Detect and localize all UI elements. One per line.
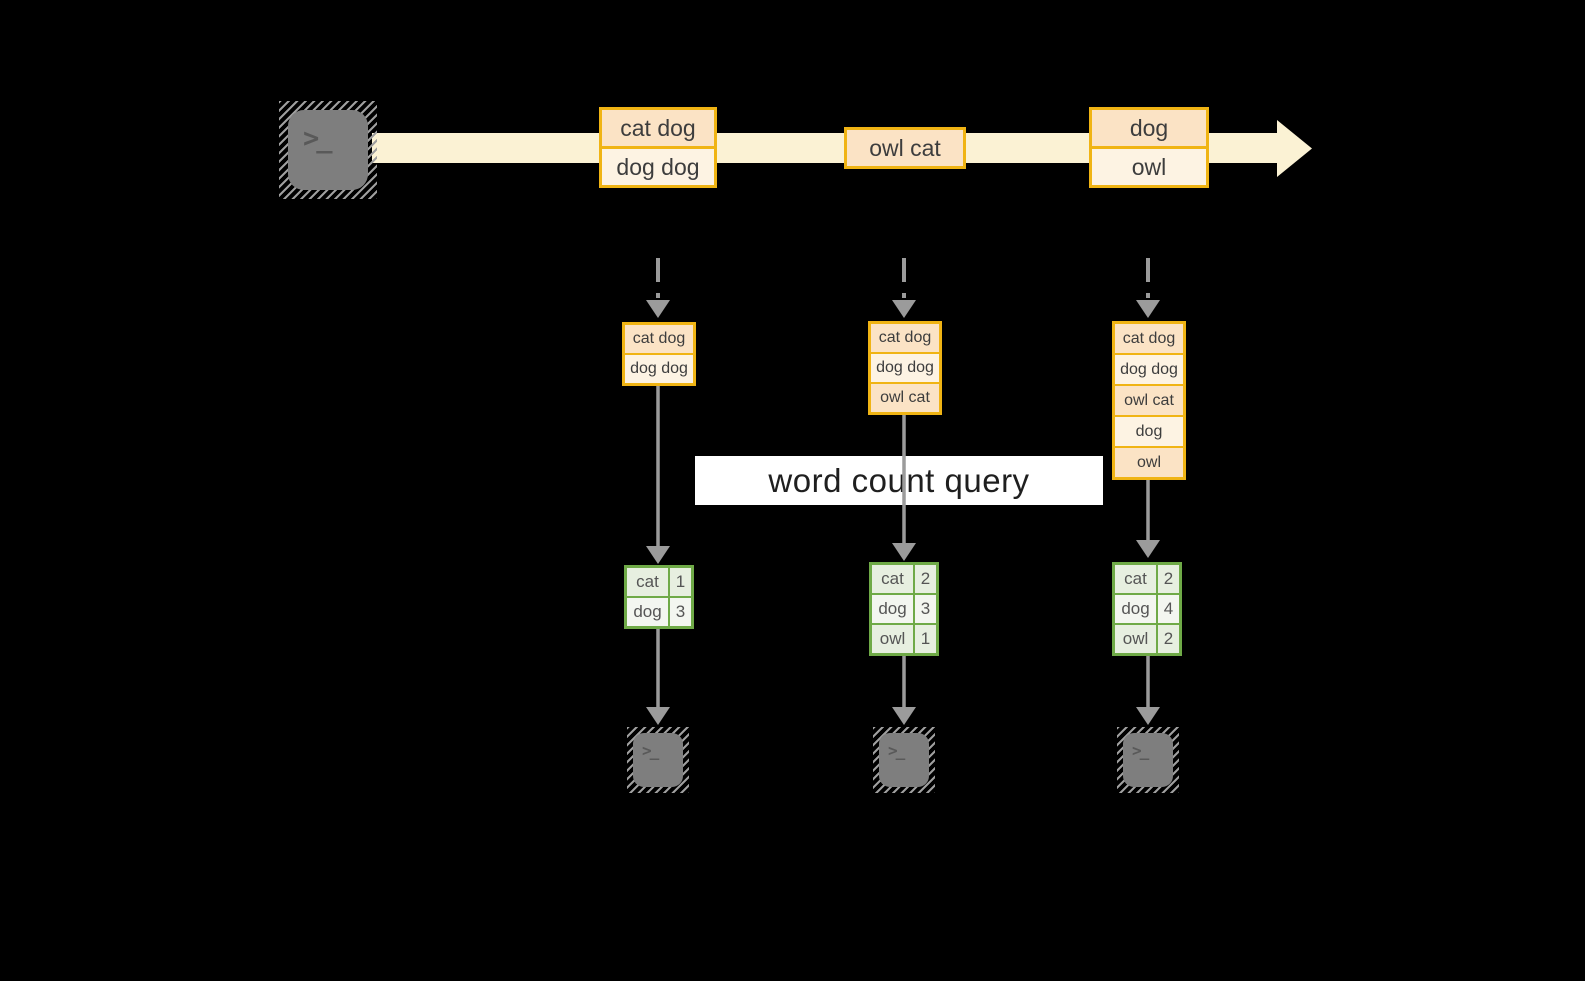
event-line: cat dog xyxy=(602,110,714,146)
stream-event-2: owl cat xyxy=(844,127,966,169)
count-cell: 1 xyxy=(670,568,691,596)
word-cell: owl xyxy=(1115,625,1156,653)
count-cell: 3 xyxy=(915,595,936,623)
stream-event-3: dog owl xyxy=(1089,107,1209,188)
word-cell: dog xyxy=(627,598,668,626)
query-banner-label: word count query xyxy=(768,461,1030,499)
count-cell: 4 xyxy=(1158,595,1179,623)
word-cell: owl xyxy=(872,625,913,653)
word-cell: cat xyxy=(872,565,913,593)
count-row: dog 3 xyxy=(627,598,691,626)
arrow-state1-to-counts1 xyxy=(646,386,670,564)
dashed-arrow-event2-to-state2 xyxy=(892,258,916,318)
count-cell: 2 xyxy=(1158,565,1179,593)
stream-event-1: cat dog dog dog xyxy=(599,107,717,188)
state-line: owl xyxy=(1115,448,1183,477)
count-cell: 1 xyxy=(915,625,936,653)
event-line: dog xyxy=(1092,110,1206,146)
count-row: cat 1 xyxy=(627,568,691,596)
terminal-prompt-glyph: >_ xyxy=(1123,733,1173,787)
count-cell: 3 xyxy=(670,598,691,626)
count-row: dog 4 xyxy=(1115,595,1179,623)
arrow-counts3-to-sink3 xyxy=(1136,656,1160,725)
count-cell: 2 xyxy=(915,565,936,593)
count-table-2: cat 2 dog 3 owl 1 xyxy=(869,562,939,656)
count-row: owl 1 xyxy=(872,625,936,653)
event-line: dog dog xyxy=(602,149,714,185)
word-cell: dog xyxy=(1115,595,1156,623)
terminal-prompt-glyph: >_ xyxy=(633,733,683,787)
count-table-1: cat 1 dog 3 xyxy=(624,565,694,629)
word-cell: cat xyxy=(1115,565,1156,593)
state-box-2: cat dog dog dog owl cat xyxy=(868,321,942,415)
count-row: cat 2 xyxy=(1115,565,1179,593)
dashed-arrow-event1-to-state1 xyxy=(646,258,670,318)
arrow-state2-to-counts2 xyxy=(892,415,916,561)
state-line: owl cat xyxy=(871,384,939,412)
state-box-3: cat dog dog dog owl cat dog owl xyxy=(1112,321,1186,480)
count-cell: 2 xyxy=(1158,625,1179,653)
state-line: cat dog xyxy=(1115,324,1183,353)
arrow-counts2-to-sink2 xyxy=(892,656,916,725)
dashed-arrow-event3-to-state3 xyxy=(1136,258,1160,318)
sink-terminal-icon: >_ xyxy=(873,727,935,793)
sink-terminal-icon: >_ xyxy=(1117,727,1179,793)
count-row: cat 2 xyxy=(872,565,936,593)
state-line: dog xyxy=(1115,417,1183,446)
state-line: dog dog xyxy=(1115,355,1183,384)
word-cell: dog xyxy=(872,595,913,623)
query-banner: word count query xyxy=(695,456,1103,505)
state-line: owl cat xyxy=(1115,386,1183,415)
source-terminal-icon: >_ xyxy=(279,101,377,199)
arrow-state3-to-counts3 xyxy=(1136,480,1160,558)
event-line: owl cat xyxy=(847,130,963,166)
count-row: owl 2 xyxy=(1115,625,1179,653)
terminal-prompt-glyph: >_ xyxy=(288,110,368,190)
count-table-3: cat 2 dog 4 owl 2 xyxy=(1112,562,1182,656)
state-box-1: cat dog dog dog xyxy=(622,322,696,386)
count-row: dog 3 xyxy=(872,595,936,623)
word-cell: cat xyxy=(627,568,668,596)
terminal-prompt-glyph: >_ xyxy=(879,733,929,787)
state-line: dog dog xyxy=(625,355,693,383)
state-line: cat dog xyxy=(625,325,693,353)
state-line: cat dog xyxy=(871,324,939,352)
arrow-counts1-to-sink1 xyxy=(646,629,670,725)
event-line: owl xyxy=(1092,149,1206,185)
state-line: dog dog xyxy=(871,354,939,382)
sink-terminal-icon: >_ xyxy=(627,727,689,793)
